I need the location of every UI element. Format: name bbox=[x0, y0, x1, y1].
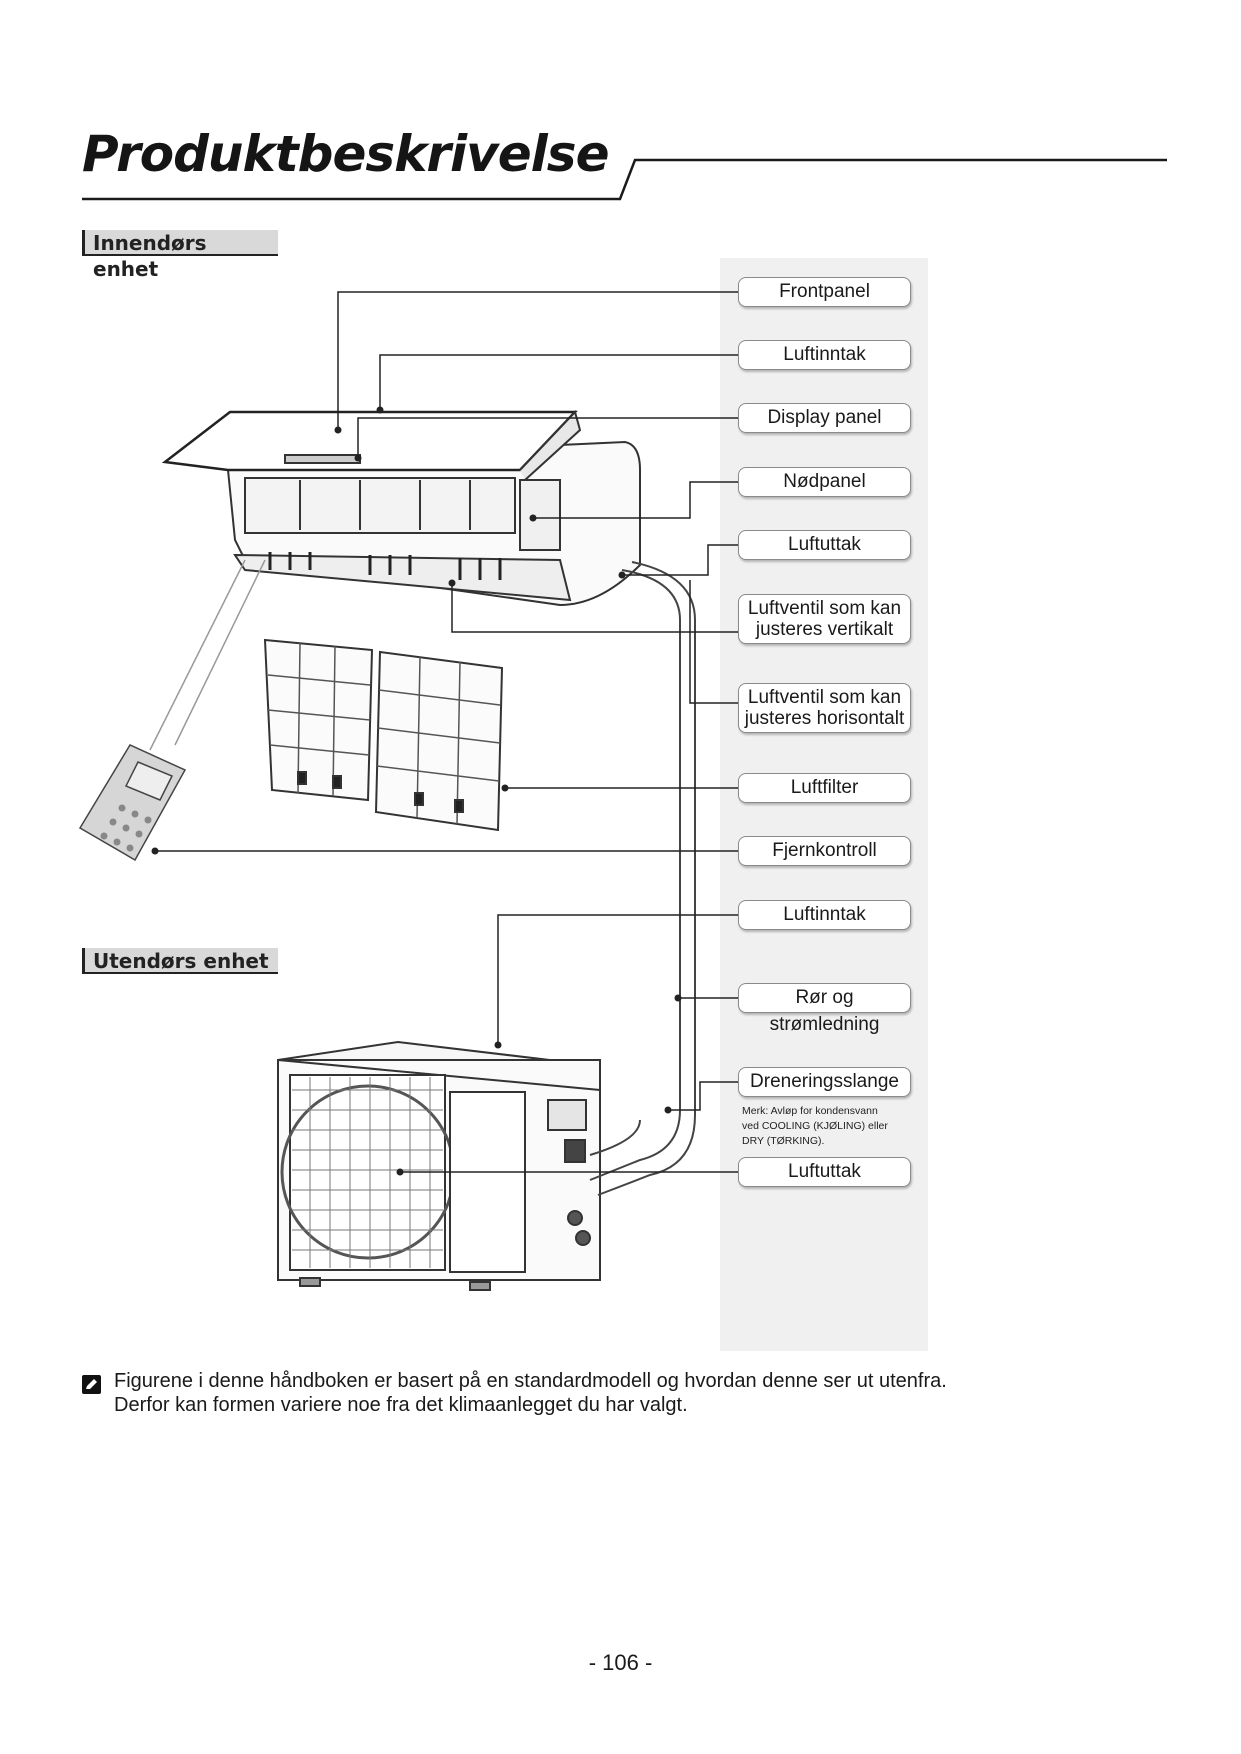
callout-horizontal-vane-line1: Luftventil som kan bbox=[747, 687, 902, 708]
callout-luftinntak-outdoor: Luftinntak bbox=[738, 900, 911, 930]
callout-horizontal-vane-line2: justeres horisontalt bbox=[744, 708, 905, 729]
callout-display-panel: Display panel bbox=[738, 403, 911, 433]
callout-ror-stromledning: Rør og strømledning bbox=[738, 983, 911, 1035]
title-rule bbox=[82, 158, 1167, 201]
callout-luftfilter: Luftfilter bbox=[738, 773, 911, 803]
callout-vertical-vane-line1: Luftventil som kan bbox=[747, 598, 902, 619]
page-number: - 106 - bbox=[588, 1650, 653, 1675]
leader-lines bbox=[155, 291, 738, 1173]
drain-note-line2: ved COOLING (KJØLING) eller bbox=[742, 1120, 888, 1132]
callout-nodpanel: Nødpanel bbox=[738, 467, 911, 497]
pencil-note-icon bbox=[82, 1375, 101, 1394]
section-label-outdoor: Utendørs enhet bbox=[82, 948, 278, 974]
callout-luftuttak-outdoor: Luftuttak bbox=[738, 1157, 911, 1187]
callout-frontpanel: Frontpanel bbox=[738, 277, 911, 307]
drain-note-line1: Merk: Avløp for kondensvann bbox=[742, 1105, 878, 1117]
note-line2: Derfor kan formen variere noe fra det kl… bbox=[114, 1394, 688, 1416]
callout-horizontal-vane: Luftventil som kan justeres horisontalt bbox=[738, 683, 911, 733]
section-label-indoor: Innendørs enhet bbox=[82, 230, 278, 281]
remote-control-drawing bbox=[78, 559, 266, 862]
page-title: Produktbeskrivelse bbox=[82, 125, 609, 183]
leader-dots bbox=[151, 406, 682, 1176]
callout-luftinntak-indoor: Luftinntak bbox=[738, 340, 911, 370]
callout-luftuttak-indoor: Luftuttak bbox=[738, 530, 911, 560]
air-filter-drawing bbox=[263, 638, 504, 832]
note-line1: Figurene i denne håndboken er basert på … bbox=[114, 1370, 947, 1392]
drain-note-line3: DRY (TØRKING). bbox=[742, 1135, 825, 1147]
note-text: Figurene i denne håndboken er basert på … bbox=[114, 1369, 1114, 1417]
callout-dreneringsslange: Dreneringsslange bbox=[738, 1067, 911, 1097]
pipe-drawing bbox=[589, 561, 696, 1196]
callout-vertical-vane: Luftventil som kan justeres vertikalt bbox=[738, 594, 911, 644]
outdoor-unit-drawing bbox=[277, 1040, 601, 1291]
indoor-unit-drawing bbox=[161, 410, 641, 607]
callout-fjernkontroll: Fjernkontroll bbox=[738, 836, 911, 866]
callout-vertical-vane-line2: justeres vertikalt bbox=[755, 619, 894, 640]
drain-note: Merk: Avløp for kondensvann ved COOLING … bbox=[742, 1104, 912, 1149]
